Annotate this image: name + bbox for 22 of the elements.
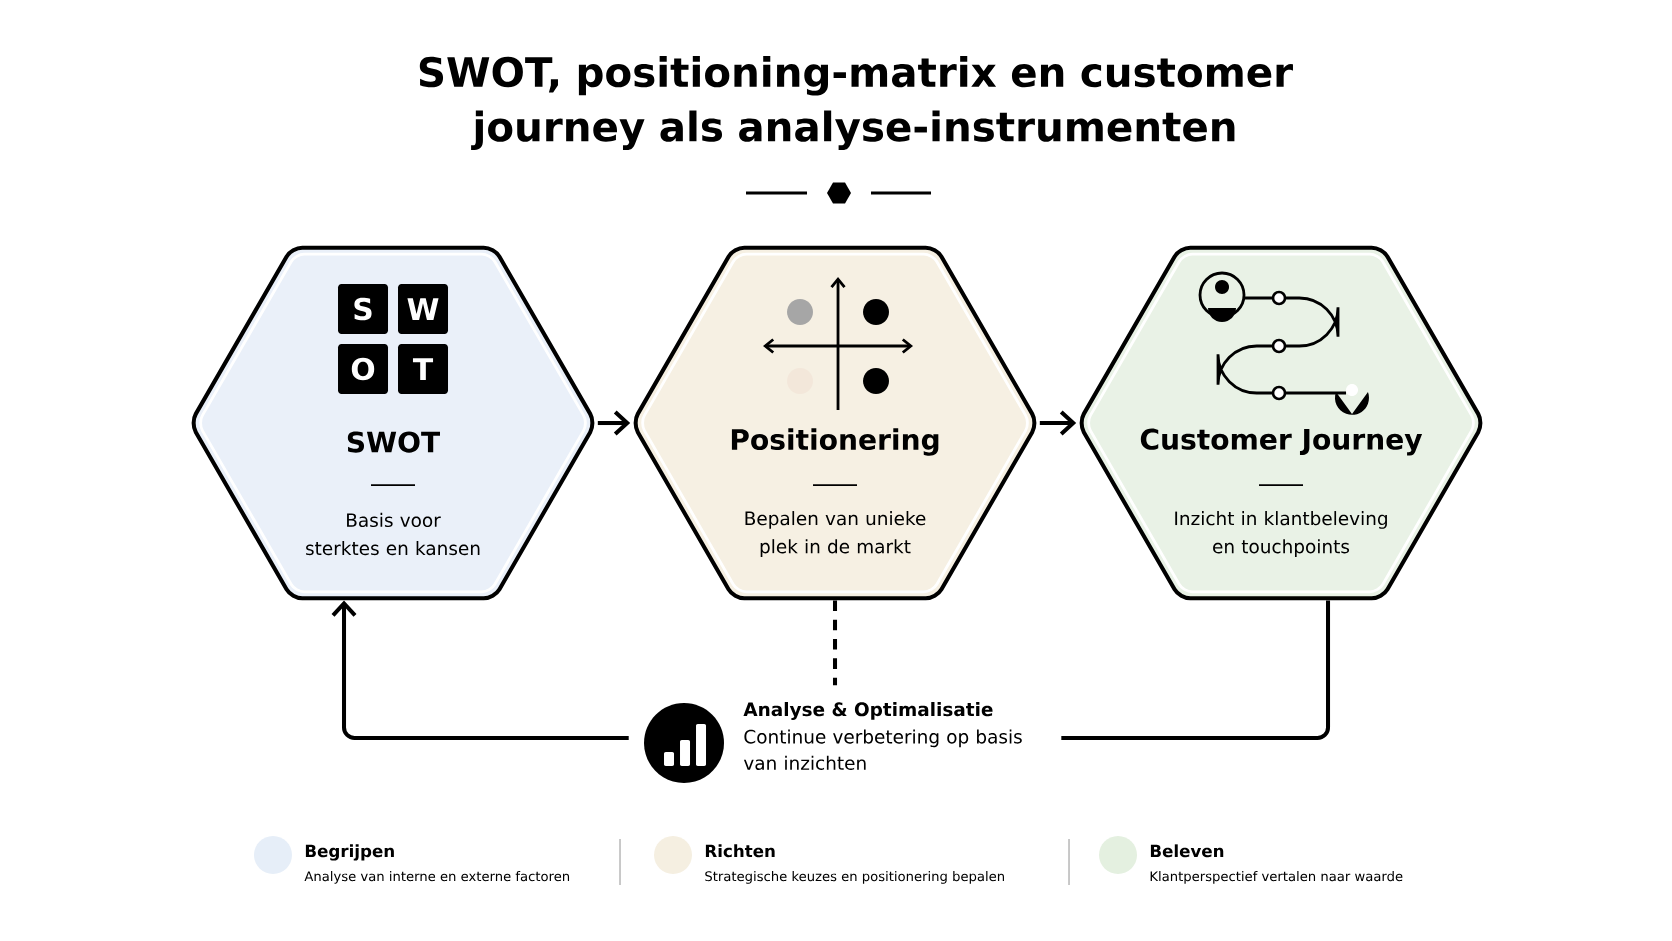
arrow — [597, 410, 631, 436]
arrow — [1039, 410, 1077, 436]
arrow — [331, 600, 629, 741]
label: T — [412, 358, 434, 380]
legend-description: Strategische keuzes en positionering bepalen — [705, 871, 1004, 884]
node-text: Continue verbetering op basis van inzichten — [743, 729, 1022, 770]
legend-title: Beleven — [1150, 844, 1224, 858]
label: O — [351, 357, 375, 381]
node-title: SWOT — [347, 431, 440, 453]
node-title: Positionering — [731, 428, 939, 456]
node-title: Analyse & Optimalisatie — [743, 702, 993, 720]
node-text: Inzicht in klantbeleving en touchpoints — [1175, 511, 1387, 557]
node-text: Basis voor sterktes en kansen — [306, 512, 480, 556]
label: S — [354, 297, 372, 321]
node-title: Customer Journey — [1140, 428, 1423, 456]
node-text: Bepalen van unieke plek in de markt — [745, 511, 926, 557]
legend-title: Begrijpen — [305, 844, 394, 861]
legend-title: Richten — [705, 844, 775, 858]
legend-description: Analyse van interne en externe factoren — [304, 871, 570, 884]
label: W — [407, 298, 439, 320]
legend-description: Klantperspectief vertalen naar waarde — [1150, 871, 1403, 884]
title: SWOT, positioning-matrix en customer journey als analyse-instrumenten — [419, 56, 1293, 150]
